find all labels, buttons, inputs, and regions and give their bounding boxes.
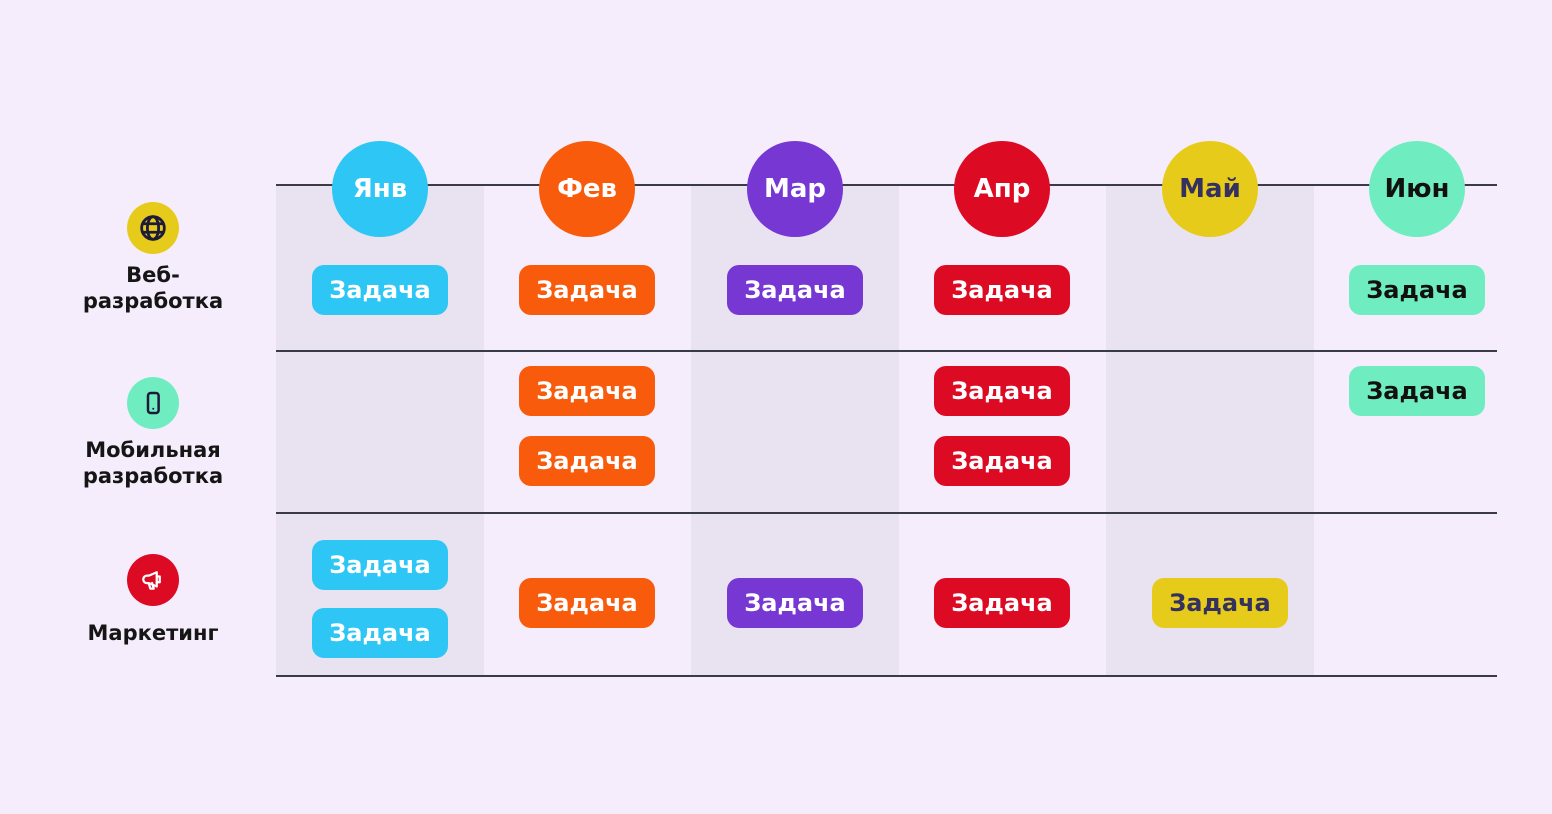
category-icon-marketing [127, 554, 179, 606]
month-header-jun: Июн [1369, 141, 1465, 237]
task-pill-marketing-may[interactable]: Задача [1152, 578, 1288, 628]
task-pill-marketing-feb[interactable]: Задача [519, 578, 655, 628]
task-pill-web-jun[interactable]: Задача [1349, 265, 1485, 315]
task-pill-mobile-apr-1[interactable]: Задача [934, 366, 1070, 416]
month-header-feb: Фев [539, 141, 635, 237]
category-icon-web [127, 202, 179, 254]
category-label-mobile: Мобильная разработка [82, 438, 224, 488]
globe-icon [137, 212, 169, 244]
column-stripe-jan [276, 185, 484, 675]
task-pill-web-apr[interactable]: Задача [934, 265, 1070, 315]
category-icon-mobile [127, 377, 179, 429]
smartphone-icon [138, 388, 168, 418]
month-header-may: Май [1162, 141, 1258, 237]
task-pill-marketing-jan-2[interactable]: Задача [312, 608, 448, 658]
task-pill-web-jan[interactable]: Задача [312, 265, 448, 315]
month-header-jan: Янв [332, 141, 428, 237]
megaphone-icon [138, 565, 168, 595]
task-pill-web-feb[interactable]: Задача [519, 265, 655, 315]
month-header-mar: Мар [747, 141, 843, 237]
task-pill-mobile-jun[interactable]: Задача [1349, 366, 1485, 416]
timeline-axis-line [276, 184, 1497, 186]
row-separator-1 [276, 350, 1497, 352]
row-separator-2 [276, 512, 1497, 514]
task-pill-marketing-mar[interactable]: Задача [727, 578, 863, 628]
task-pill-marketing-apr[interactable]: Задача [934, 578, 1070, 628]
row-separator-3 [276, 675, 1497, 677]
category-label-marketing: Маркетинг [87, 621, 219, 645]
task-pill-mobile-feb-1[interactable]: Задача [519, 366, 655, 416]
task-pill-mobile-feb-2[interactable]: Задача [519, 436, 655, 486]
task-pill-mobile-apr-2[interactable]: Задача [934, 436, 1070, 486]
month-header-apr: Апр [954, 141, 1050, 237]
task-pill-web-mar[interactable]: Задача [727, 265, 863, 315]
task-pill-marketing-jan-1[interactable]: Задача [312, 540, 448, 590]
category-label-web: Веб-разработка [82, 263, 224, 313]
